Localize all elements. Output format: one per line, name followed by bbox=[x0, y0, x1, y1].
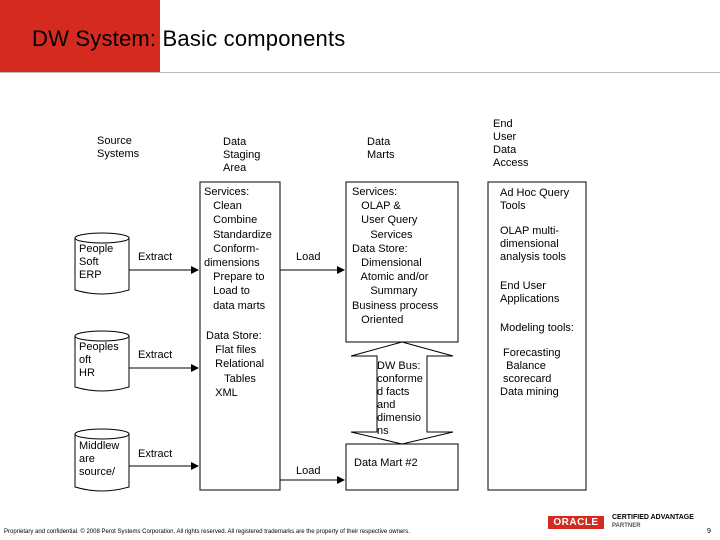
cylinder-peoplesoft-erp bbox=[74, 232, 130, 295]
footer-disclaimer: Proprietary and confidential. © 2008 Per… bbox=[4, 529, 410, 535]
source-label-middleware: Middlew are source/ bbox=[79, 440, 120, 478]
heading-end-user-access: End User Data Access bbox=[493, 118, 529, 169]
data-mart-2-label: Data Mart #2 bbox=[354, 457, 418, 469]
page-title: DW System: Basic components bbox=[32, 26, 346, 51]
data-mart-box bbox=[345, 181, 459, 343]
staging-store-text: Data Store: Flat files Relational Tables… bbox=[206, 330, 265, 399]
brand-block bbox=[0, 0, 160, 72]
load-label-2: Load bbox=[296, 465, 321, 477]
partner-label: CERTIFIED ADVANTAGE bbox=[612, 514, 694, 521]
header-divider bbox=[0, 72, 720, 73]
staging-area-box bbox=[199, 181, 281, 491]
cylinder-middleware bbox=[74, 428, 130, 492]
access-item-forecasting: Forecasting Balance scorecard Data minin… bbox=[500, 347, 561, 398]
oracle-logo: ORACLE bbox=[548, 516, 604, 529]
page-number: 9 bbox=[707, 528, 711, 535]
heading-source-systems: Source Systems bbox=[97, 135, 140, 160]
end-user-access-box bbox=[487, 181, 587, 491]
source-label-erp: People Soft ERP bbox=[79, 243, 114, 281]
extract-label-2: Extract bbox=[138, 349, 173, 361]
dw-bus-arrow bbox=[350, 341, 454, 445]
data-mart-text: Services: OLAP & User Query Services Dat… bbox=[352, 186, 439, 326]
cylinder-peoplesoft-hr bbox=[74, 330, 130, 392]
partner-sublabel: PARTNER bbox=[612, 523, 641, 529]
staging-services-text: Services: Clean Combine Standardize Conf… bbox=[204, 186, 272, 312]
access-item-enduser: End User Applications bbox=[500, 280, 560, 305]
heading-data-marts: Data Marts bbox=[367, 136, 395, 161]
data-mart-2-box bbox=[345, 443, 459, 491]
access-item-olap: OLAP multi- dimensional analysis tools bbox=[500, 225, 567, 263]
source-label-hr: Peoples oft HR bbox=[79, 341, 119, 379]
extract-label-1: Extract bbox=[138, 251, 173, 263]
extract-label-3: Extract bbox=[138, 448, 173, 460]
heading-staging-area: Data Staging Area bbox=[223, 136, 261, 174]
access-item-adhoc: Ad Hoc Query Tools bbox=[500, 187, 570, 212]
access-item-modeling: Modeling tools: bbox=[500, 322, 574, 334]
dw-bus-text: DW Bus: conforme d facts and dimensio ns bbox=[377, 360, 423, 437]
load-label-1: Load bbox=[296, 251, 321, 263]
